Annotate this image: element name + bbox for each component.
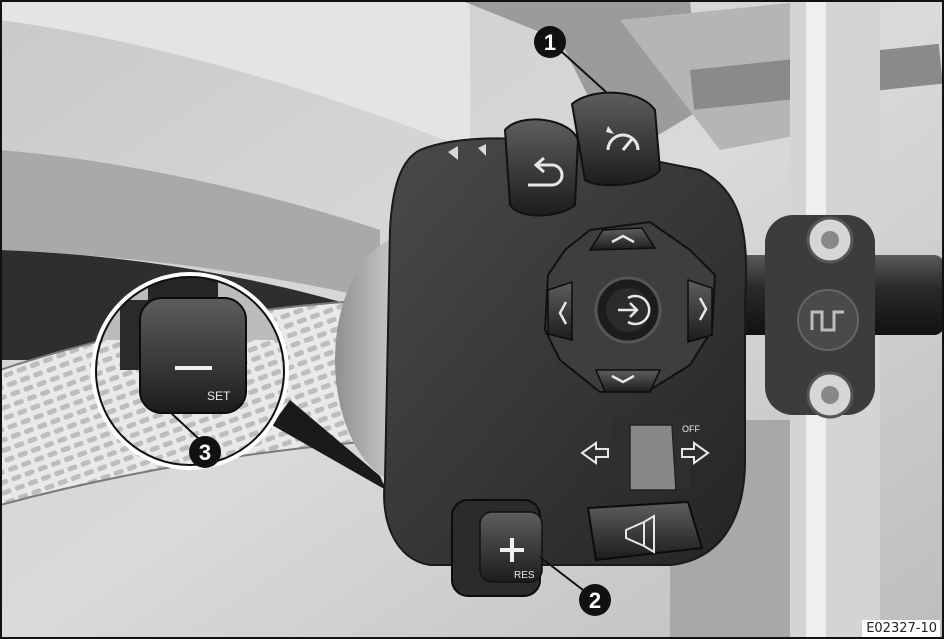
turn-signal-switch[interactable]: OFF [580, 418, 710, 491]
callout-1: 1 [534, 26, 607, 93]
return-button[interactable] [503, 118, 580, 217]
handlebar-clamp [765, 215, 875, 419]
callout-3: 3 [169, 411, 221, 468]
callout-1-number: 1 [544, 30, 556, 55]
multi-controller[interactable] [543, 220, 717, 394]
set-minus-button[interactable]: SET [139, 297, 247, 414]
multi-controller-icon [618, 294, 651, 326]
controller-down-button[interactable] [594, 369, 662, 393]
figure-code: E02327-10 [862, 620, 940, 637]
controller-right-button[interactable] [687, 278, 713, 343]
tank-shadow [0, 150, 380, 300]
set-label: SET [207, 389, 231, 403]
zoom-pointer [272, 400, 386, 490]
res-label: RES [514, 570, 535, 581]
turn-right-icon [681, 441, 710, 465]
horn-button[interactable] [586, 500, 704, 562]
horn-icon [625, 514, 655, 554]
brand-logo [810, 310, 844, 332]
fairing-upper [0, 0, 470, 150]
return-arrow-icon [528, 156, 564, 187]
plus-icon [500, 538, 524, 562]
turn-left-icon [580, 441, 609, 465]
dimmer-switch-label: OFF [682, 424, 700, 434]
callout-2: 2 [539, 556, 611, 616]
controller-up-button[interactable] [588, 227, 657, 251]
headlight-icon [448, 144, 486, 160]
cruise-control-button[interactable] [570, 91, 662, 187]
callout-2-number: 2 [589, 588, 601, 613]
callout-3-number: 3 [199, 440, 211, 465]
zoom-inset: SET [91, 272, 289, 470]
cruise-control-icon [606, 126, 640, 151]
res-plus-button[interactable]: RES [451, 499, 543, 597]
